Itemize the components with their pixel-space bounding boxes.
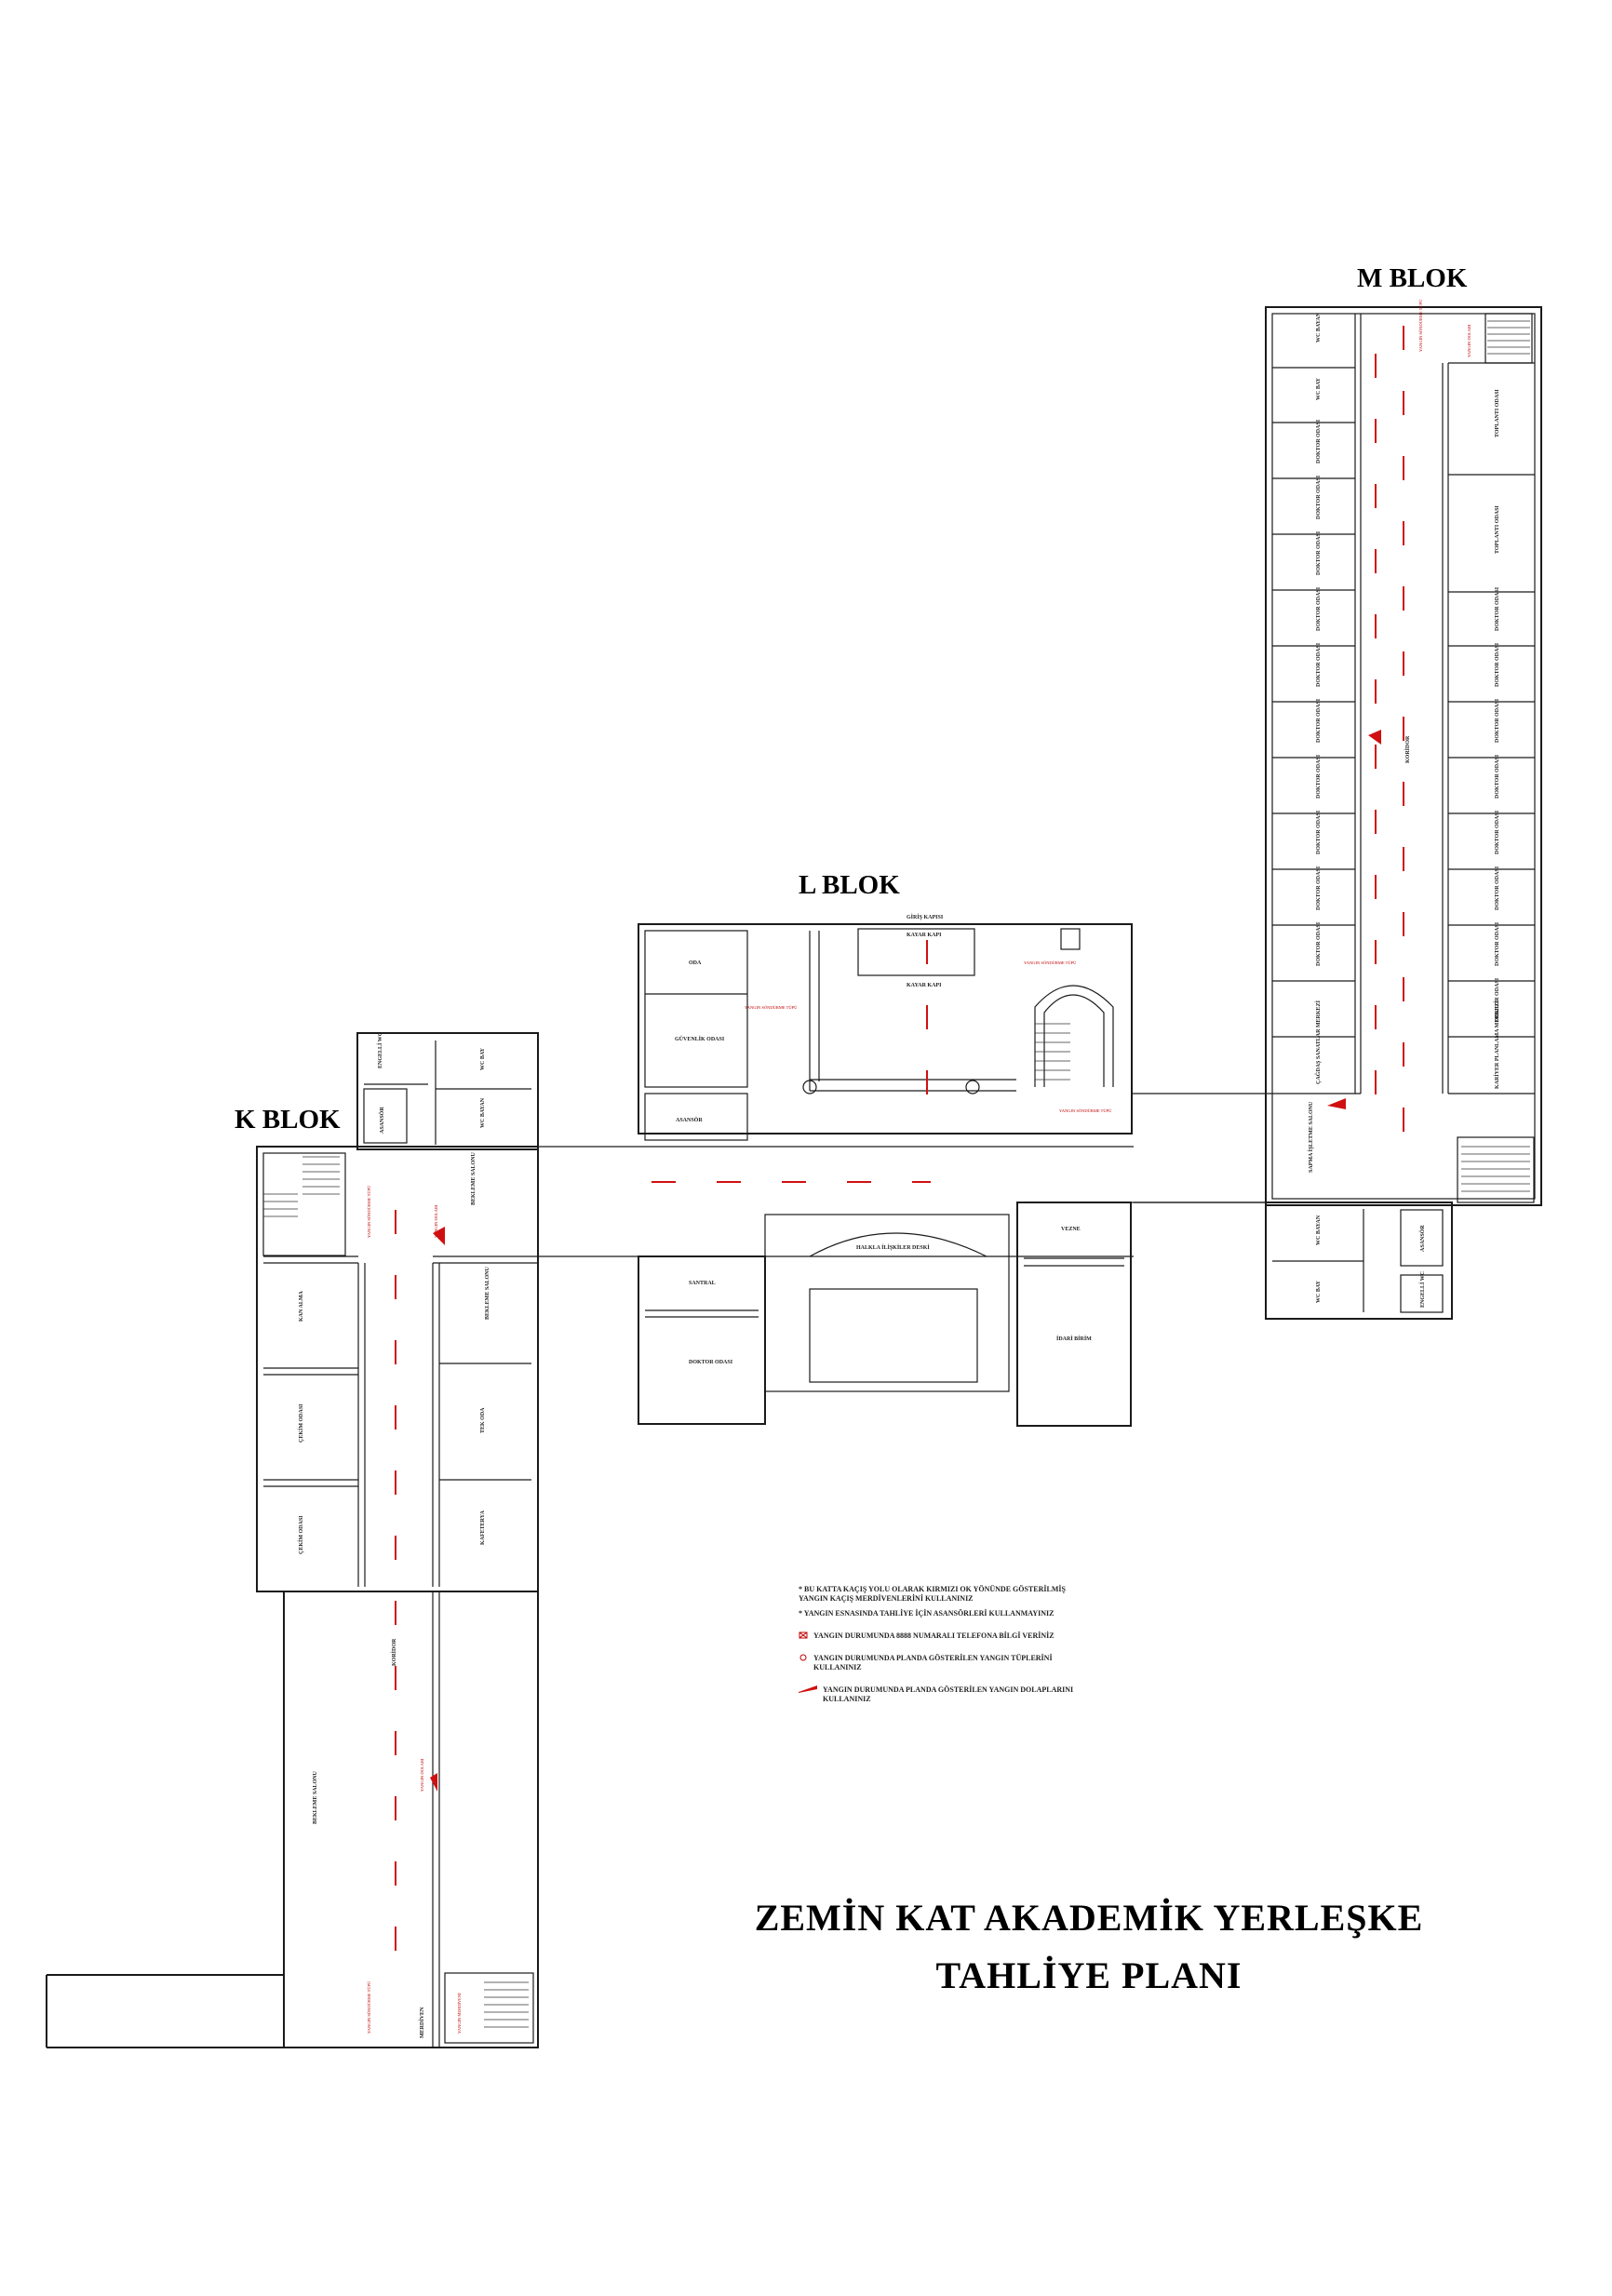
room-label: BEKLEME SALONU	[485, 1266, 490, 1320]
room-label: DOKTOR ODASI	[1495, 698, 1500, 743]
room-label: KAYAR KAPI	[907, 983, 942, 988]
fire-note: YANGIN DOLABI	[434, 1204, 438, 1238]
fire-note: YANGIN SÖNDÜRME TÜPÜ	[745, 1005, 798, 1010]
room-label: WC BAY	[1316, 1280, 1322, 1303]
room-label: WC BAYAN	[1316, 312, 1322, 342]
room-label: TOPLANTI ODASI	[1495, 505, 1500, 554]
room-label: ÇEKİM ODASI	[298, 1515, 304, 1554]
central-lower: SANTRAL DOKTOR ODASI HALKLA İLİŞKİLER DE…	[638, 1202, 1132, 1427]
room-label: DOKTOR ODASI	[1316, 586, 1322, 631]
fire-note: YANGIN SÖNDÜRME TÜPÜ	[1418, 299, 1423, 352]
room-label: KAFETERYA	[480, 1510, 486, 1545]
room-label: WC BAYAN	[480, 1097, 486, 1128]
plan-title-line1: ZEMİN KAT AKADEMİK YERLEŞKE	[754, 1897, 1424, 1939]
legend-text: YANGIN DURUMUNDA PLANDA GÖSTERİLEN YANGI…	[823, 1685, 1074, 1703]
room-label: DOKTOR ODASI	[1316, 810, 1322, 854]
room-label: DOKTOR ODASI	[1495, 921, 1500, 966]
legend-text: YANGIN DURUMUNDA PLANDA GÖSTERİLEN YANGI…	[813, 1654, 1053, 1672]
room-label: DOKTOR ODASI	[1316, 642, 1322, 687]
room-label: DOKTOR ODASI	[1495, 754, 1500, 799]
room-label: KORİDOR	[391, 1638, 397, 1666]
extinguisher-icon	[799, 1654, 807, 1661]
room-label: WC BAY	[1316, 377, 1322, 400]
room-label: WC BAYAN	[1316, 1215, 1322, 1245]
room-label: HALKLA İLİŞKİLER DESKİ	[856, 1244, 930, 1251]
room-label: ASANSÖR	[1419, 1225, 1426, 1252]
l-block-title: L BLOK	[799, 870, 900, 900]
room-label: DOKTOR ODASI	[1316, 698, 1322, 743]
room-label: İDARİ BİRİM	[1056, 1336, 1092, 1342]
main-corridor	[538, 1146, 1266, 1257]
room-label: VEZNE	[1061, 1227, 1081, 1232]
room-label: ÇEKİM ODASI	[298, 1403, 304, 1443]
fire-note: YANGIN DOLABI	[1467, 324, 1471, 357]
legend-note: * BU KATTA KAÇIŞ YOLU OLARAK KIRMIZI OK …	[799, 1585, 1066, 1603]
room-label: GİRİŞ KAPISI	[907, 914, 944, 920]
room-label: DOKTOR ODASI	[1495, 642, 1500, 687]
fire-note: YANGIN SÖNDÜRME TÜPÜ	[367, 1185, 371, 1238]
legend-text: YANGIN DURUMUNDA 8888 NUMARALI TELEFONA …	[813, 1631, 1055, 1640]
room-label: BEKLEME SALONU	[313, 1770, 318, 1824]
plan-title-line2: TAHLİYE PLANI	[935, 1954, 1243, 1996]
room-label: SAPMA İŞLETME SALONU	[1308, 1101, 1314, 1173]
plan-title: ZEMİN KAT AKADEMİK YERLEŞKE TAHLİYE PLAN…	[652, 1889, 1526, 2005]
room-label: DOKTOR ODASI	[1316, 754, 1322, 799]
legend: * BU KATTA KAÇIŞ YOLU OLARAK KIRMIZI OK …	[799, 1585, 1096, 1704]
room-label: TEK ODA	[480, 1407, 486, 1433]
fire-note: YANGIN SÖNDÜRME TÜPÜ	[367, 1980, 371, 2034]
room-label: KAN ALMA	[299, 1291, 304, 1323]
room-label: DOKTOR ODASI	[1316, 419, 1322, 463]
fire-note: YANGIN SÖNDÜRME TÜPÜ	[1024, 960, 1077, 965]
room-label: ENGELLİ WC	[1419, 1271, 1426, 1308]
k-block-title: K BLOK	[235, 1105, 341, 1135]
m-block-title: M BLOK	[1357, 263, 1468, 293]
fire-cabinet-icon	[799, 1685, 817, 1693]
room-label: DOKTOR ODASI	[689, 1360, 733, 1365]
legend-row: YANGIN DURUMUNDA PLANDA GÖSTERİLEN YANGI…	[799, 1654, 1096, 1672]
room-label: DOKTOR ODASI	[1316, 530, 1322, 575]
fire-note: YANGIN SÖNDÜRME TÜPÜ	[1059, 1108, 1112, 1113]
room-label: DOKTOR ODASI	[1316, 921, 1322, 966]
m-block: WC BAYAN WC BAY DOKTOR ODASI DOKTOR ODAS…	[1265, 299, 1542, 1320]
phone-icon	[799, 1631, 808, 1639]
room-label: BEKLEME SALONU	[471, 1151, 477, 1205]
room-label: KORİDOR	[1404, 735, 1411, 763]
room-label: DOKTOR ODASI	[1316, 475, 1322, 519]
room-label: TOPLANTI ODASI	[1495, 389, 1500, 437]
room-label: ÇAĞDAŞ SANATLAR MERKEZİ	[1314, 1000, 1322, 1084]
room-label: ASANSÖR	[676, 1117, 703, 1123]
legend-row: YANGIN DURUMUNDA 8888 NUMARALI TELEFONA …	[799, 1631, 1096, 1641]
connector-ml	[1131, 1093, 1272, 1203]
legend-row: YANGIN DURUMUNDA PLANDA GÖSTERİLEN YANGI…	[799, 1685, 1096, 1704]
room-label: KARİYER PLANLAMA MERKEZİ	[1494, 1000, 1500, 1089]
room-label: DOKTOR ODASI	[1495, 866, 1500, 910]
room-label: KAYAR KAPI	[907, 933, 942, 938]
fire-note: YANGIN MERDİVENİ	[457, 1993, 462, 2034]
room-label: MERDİVEN	[419, 2007, 425, 2038]
room-label: ENGELLİ WC	[377, 1032, 383, 1068]
room-label: ASANSÖR	[379, 1107, 385, 1134]
fire-note: YANGIN DOLABI	[420, 1758, 424, 1792]
k-block: ENGELLİ WC WC BAY WC BAYAN ASANSÖR BEKLE…	[46, 1032, 539, 2048]
legend-note: * YANGIN ESNASINDA TAHLİYE İÇİN ASANSÖRL…	[799, 1609, 1055, 1618]
room-label: GÜVENLİK ODASI	[675, 1036, 725, 1042]
room-label: DOKTOR ODASI	[1495, 586, 1500, 631]
room-label: DOKTOR ODASI	[1316, 866, 1322, 910]
l-block: ODA GÜVENLİK ODASI ASANSÖR GİRİŞ KAPISI …	[638, 914, 1133, 1141]
room-label: ODA	[689, 960, 702, 966]
room-label: SANTRAL	[689, 1281, 716, 1286]
room-label: DOKTOR ODASI	[1495, 977, 1500, 1022]
room-label: DOKTOR ODASI	[1495, 810, 1500, 854]
room-label: WC BAY	[480, 1047, 486, 1070]
